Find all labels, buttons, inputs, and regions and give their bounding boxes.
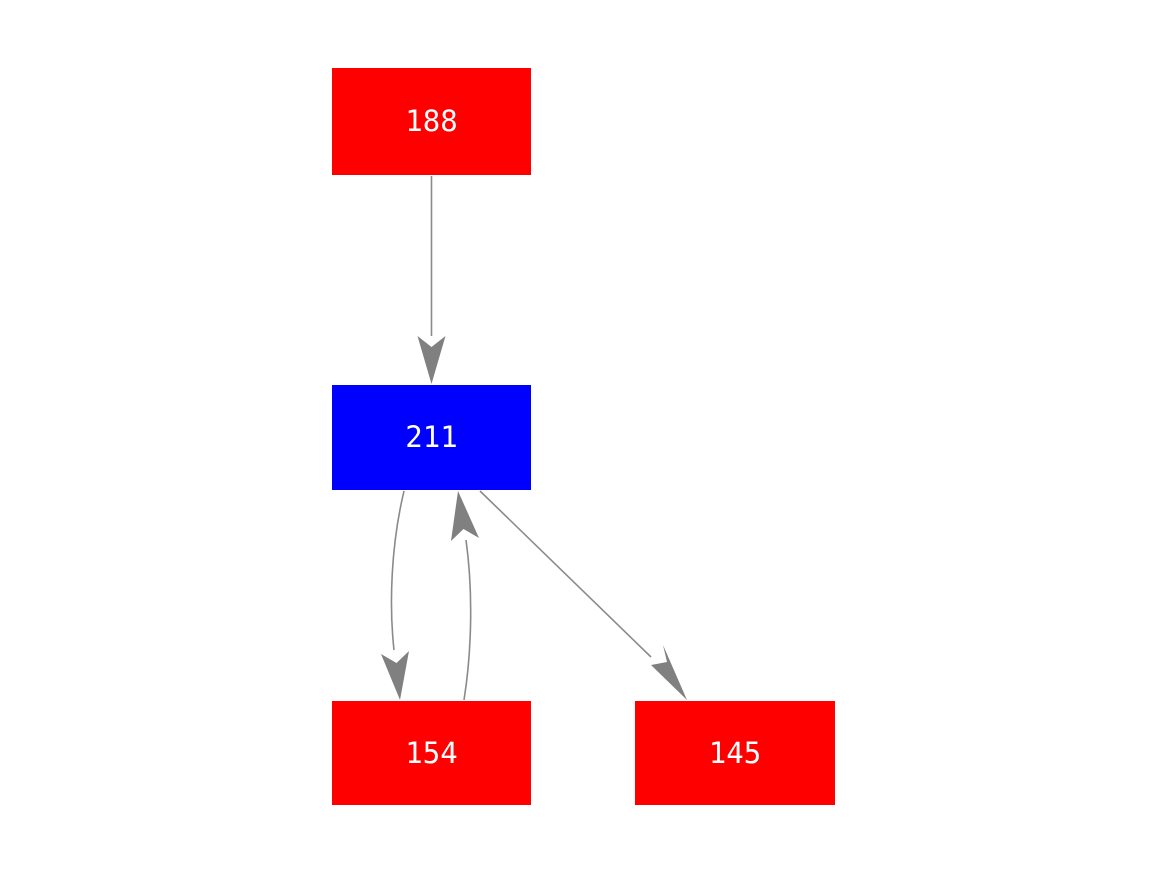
arrowhead-icon [451,491,479,541]
edge-line [479,490,652,658]
graph-node-211[interactable]: 211 [332,385,531,490]
edge-211-to-154 [381,490,409,700]
node-label: 188 [405,104,458,138]
arrowhead-icon [381,651,409,700]
node-label: 211 [405,420,458,454]
edge-188-to-211 [417,176,446,384]
graph-node-154[interactable]: 154 [332,701,531,805]
graph-node-188[interactable]: 188 [332,68,531,175]
edge-line [463,539,472,701]
edge-154-to-211 [451,491,479,701]
graph-node-145[interactable]: 145 [635,701,835,805]
node-label: 145 [708,735,762,770]
edge-211-to-145 [479,490,687,700]
node-label: 154 [405,735,458,770]
edge-line [390,490,405,651]
arrowhead-icon [651,645,687,700]
arrowhead-icon [417,336,446,384]
